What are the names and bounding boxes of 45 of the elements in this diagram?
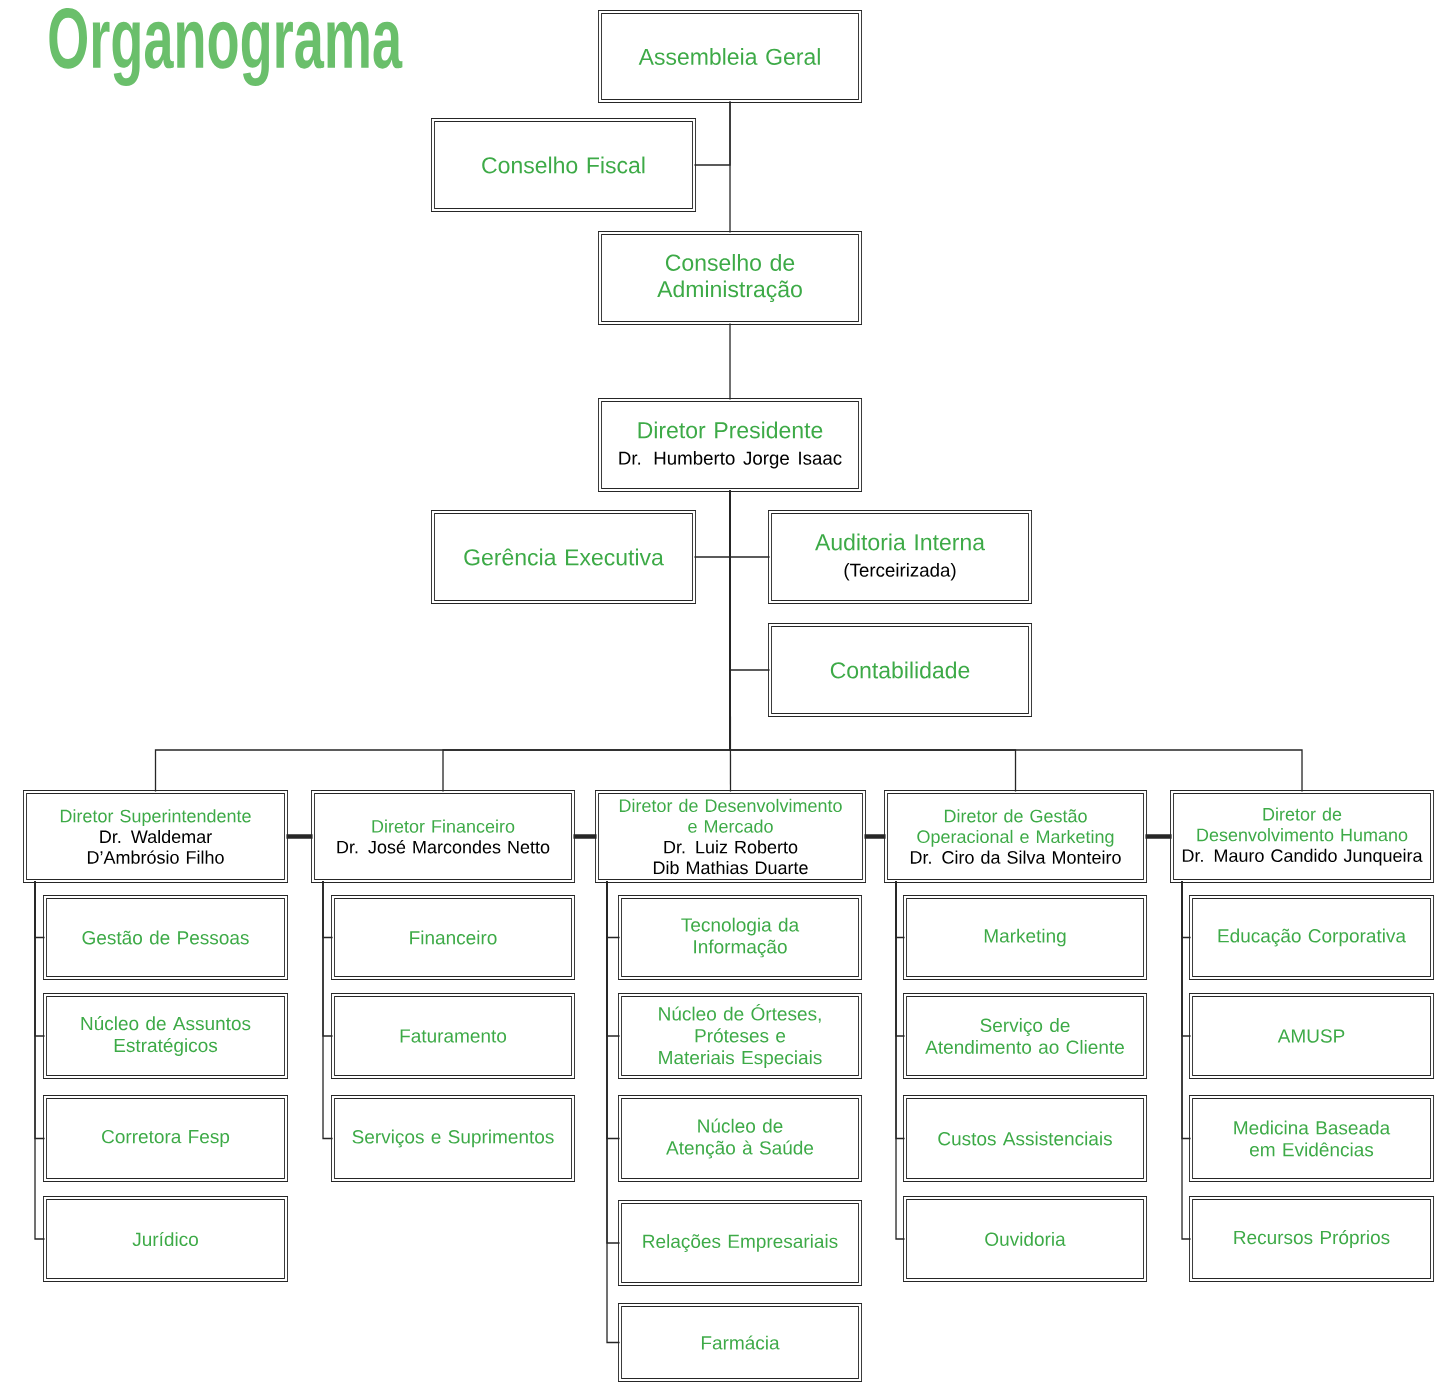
department-box: Recursos Próprios [1189,1196,1434,1282]
connector-line [864,834,886,839]
director-box: Diretor Superintendente Dr. Waldemar D’Ambrósio Filho [23,790,288,883]
director-box: Diretor de Desenvolvimento Humano Dr. Mauro Candido Junqueira [1170,790,1434,883]
org-box: Conselho Fiscal [431,118,696,212]
org-box: Conselho de Administração [598,231,862,325]
department-box: Financeiro [331,895,575,980]
connector-line [1181,880,1192,1240]
department-box: Jurídico [43,1196,288,1282]
connector-line [895,880,906,1240]
org-box: Assembleia Geral [598,10,862,103]
org-box: Gerência Executiva [431,510,696,604]
title: Organograma [49,7,403,87]
department-box: Núcleo de Órteses, Próteses e Materiais Especiais [618,993,862,1079]
department-box: Ouvidoria [903,1196,1147,1282]
director-box: Diretor Financeiro Dr. José Marcondes Netto [311,790,575,883]
connector-line [729,322,731,401]
department-box: Serviço de Atendimento ao Cliente [903,993,1147,1079]
department-box: Marketing [903,895,1147,980]
department-box: Núcleo de Assuntos Estratégicos [43,993,288,1079]
connector-line [286,834,313,839]
department-box: Medicina Baseada em Evidências [1189,1095,1434,1182]
org-box: Contabilidade [768,623,1032,717]
department-box: AMUSP [1189,993,1434,1079]
director-box: Diretor de Desenvolvimento e Mercado Dr. Luiz Roberto Dib Mathias Duarte [595,790,866,883]
department-box: Educação Corporativa [1189,895,1434,980]
department-box: Núcleo de Atenção à Saúde [618,1095,862,1182]
connector-line [729,100,731,234]
org-box: Diretor Presidente Dr. Humberto Jorge Isaac [598,398,862,492]
department-box: Custos Assistenciais [903,1095,1147,1182]
department-box: Serviços e Suprimentos [331,1095,575,1182]
department-box: Farmácia [618,1303,862,1382]
connector-line [606,880,621,1344]
connector-line [729,489,1303,793]
department-box: Gestão de Pessoas [43,895,288,980]
department-box: Corretora Fesp [43,1095,288,1182]
department-box: Faturamento [331,993,575,1079]
org-box: Auditoria Interna (Terceirizada) [768,510,1032,604]
connector-line [34,880,46,1240]
department-box: Relações Empresariais [618,1200,862,1286]
connector-line [1145,834,1172,839]
director-box: Diretor de Gestão Operacional e Marketing Dr. Ciro da Silva Monteiro [884,790,1147,883]
connector-line [573,834,597,839]
department-box: Tecnologia da Informação [618,895,862,980]
connector-line [322,880,334,1140]
